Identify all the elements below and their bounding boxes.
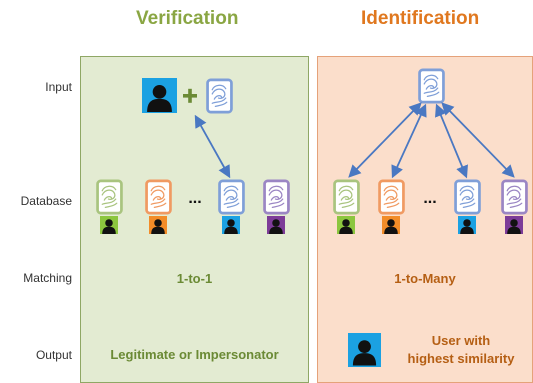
identification-db-entry-4 [501,179,528,234]
identification-output-line2: highest similarity [407,351,515,366]
identification-arrow-3 [435,103,468,179]
plus-icon [183,88,197,103]
row-label-output: Output [35,348,72,362]
identification-arrow-4 [441,102,515,178]
row-label-input: Input [45,80,72,94]
identification-db-entry-3 [454,179,481,234]
identification-db-entry-1 [333,179,360,234]
verification-matching-label: 1-to-1 [176,271,213,286]
verification-db-entry-4 [263,179,290,234]
verification-db-entry-1 [96,179,123,234]
identification-matching-label: 1-to-Many [394,271,456,286]
row-label-database: Database [20,194,72,208]
verification-match-arrow [194,114,231,179]
identification-output-line1: User with [431,333,491,348]
verification-ellipsis: ... [188,190,201,207]
identification-output-user-icon [348,333,381,367]
identification-arrow-2 [391,103,427,179]
row-label-matching: Matching [23,271,72,285]
verification-input-user-icon [142,78,177,113]
identification-ellipsis: ... [423,190,436,207]
identification-db-entry-2 [378,179,405,234]
identification-title: Identification [361,8,480,29]
verification-title: Verification [136,8,239,29]
identification-match-arrows [348,102,515,179]
verification-db-entry-2 [145,179,172,234]
verification-output-label: Legitimate or Impersonator [110,347,279,362]
verification-db-entry-3 [218,179,245,234]
verification-input-fingerprint-icon [206,78,233,114]
identification-input-fingerprint-icon [418,68,445,104]
